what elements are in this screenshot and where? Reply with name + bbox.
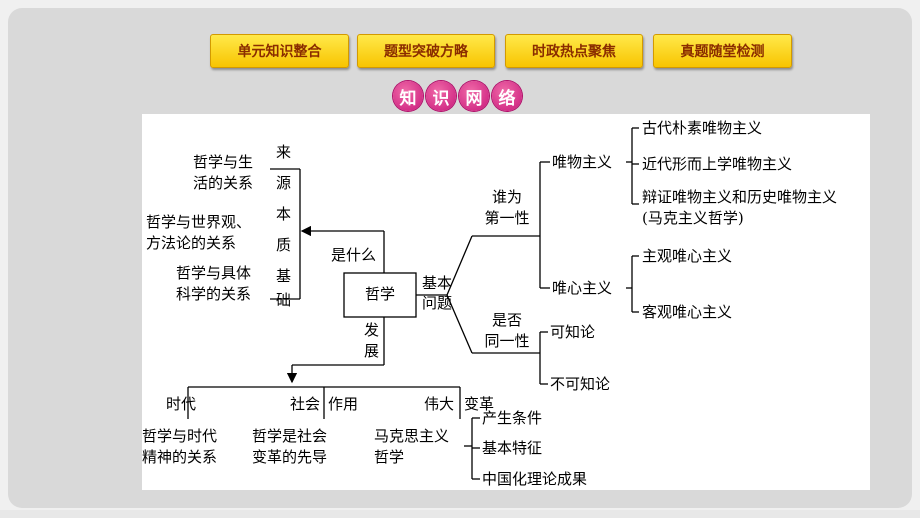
nav-button-real-exam[interactable]: 真题随堂检测 [653, 34, 792, 68]
relation-life-line2: 活的关系 [193, 174, 254, 192]
unknowable-node: 不可知论 [550, 375, 611, 393]
vertical-char: 质 [276, 236, 292, 254]
label-change: 变革 [464, 395, 495, 413]
knowledge-map-lines [187, 127, 639, 480]
relation-science-line1: 哲学与具体 [176, 264, 252, 282]
materialism-dialectical: 辩证唯物主义和历史唯物主义 [642, 188, 838, 206]
section-title-char: 络 [492, 81, 522, 111]
relation-worldview-line1: 哲学与世界观、 [146, 213, 252, 231]
bottom-era-line1: 哲学与时代 [142, 427, 218, 445]
who-first-line1: 谁为 [491, 188, 522, 206]
label-great: 伟大 [424, 395, 455, 413]
nav-button-question-types[interactable]: 题型突破方略 [357, 34, 495, 68]
label-role: 作用 [328, 395, 359, 413]
section-title-char: 知 [393, 81, 423, 111]
bottom-era-line2: 精神的关系 [142, 448, 218, 466]
marxism-origin: 产生条件 [482, 409, 543, 427]
nav-button-current-affairs[interactable]: 时政热点聚焦 [505, 34, 643, 68]
materialism-modern: 近代形而上学唯物主义 [642, 155, 793, 173]
nav-button-unit-integration[interactable]: 单元知识整合 [210, 34, 349, 68]
materialism-marxist: (马克主义哲学) [642, 209, 744, 227]
relation-science-line2: 科学的关系 [176, 285, 252, 303]
vertical-char: 础 [276, 291, 292, 309]
vertical-char: 来 [276, 143, 292, 161]
bottom-marxism-line1: 马克思主义 [374, 427, 450, 445]
center-node-philosophy: 哲学 [364, 285, 395, 303]
develop-char: 展 [364, 342, 380, 360]
marxism-features: 基本特征 [482, 439, 543, 457]
idealism-objective: 客观唯心主义 [642, 303, 733, 321]
relation-worldview-line2: 方法论的关系 [146, 234, 237, 252]
who-first-line2: 第一性 [484, 209, 530, 227]
idealism-subjective: 主观唯心主义 [642, 247, 733, 265]
relation-life-line1: 哲学与生 [193, 153, 254, 171]
label-what-is: 是什么 [331, 246, 377, 264]
materialism-node: 唯物主义 [552, 153, 613, 171]
label-society: 社会 [290, 395, 321, 413]
section-title-char: 网 [459, 81, 489, 111]
materialism-ancient: 古代朴素唯物主义 [642, 119, 763, 137]
vertical-char: 基 [276, 267, 292, 285]
marxism-sinicization: 中国化理论成果 [482, 470, 588, 488]
label-era: 时代 [166, 395, 197, 413]
knowledge-map-panel: 哲学 是什么 哲学与生 活的关系 哲学与世界观、 方法论的关系 哲学与具体 科学… [142, 114, 870, 490]
knowable-node: 可知论 [550, 323, 596, 341]
idealism-node: 唯心主义 [552, 279, 613, 297]
vertical-char: 本 [276, 205, 292, 223]
basic-question-line2: 问题 [422, 294, 453, 312]
bottom-society-line2: 变革的先导 [252, 448, 328, 466]
section-title-char: 识 [426, 81, 456, 111]
vertical-char: 源 [276, 174, 292, 192]
section-title: 知 识 网 络 [393, 81, 522, 111]
bottom-strip [0, 510, 920, 518]
bottom-marxism-line2: 哲学 [374, 448, 405, 466]
develop-char: 发 [364, 321, 380, 339]
bottom-society-line1: 哲学是社会 [252, 427, 328, 445]
identity-line1: 是否 [491, 311, 522, 329]
identity-line2: 同一性 [484, 332, 530, 350]
basic-question-line1: 基本 [422, 274, 453, 292]
